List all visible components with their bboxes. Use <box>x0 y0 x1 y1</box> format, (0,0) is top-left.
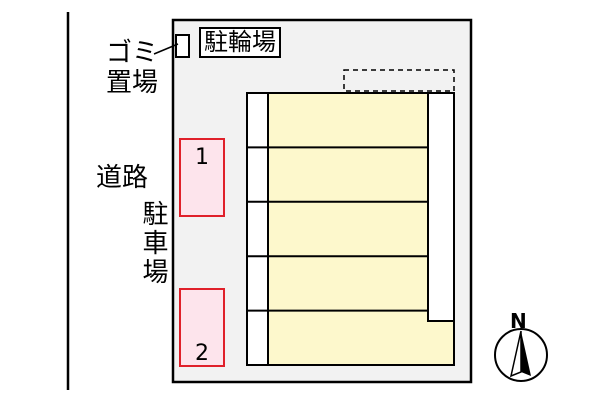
compass <box>494 328 548 382</box>
road-label: 道路 <box>96 163 149 193</box>
parking-space-number: 2 <box>195 341 209 366</box>
garbage-label-line2: 置場 <box>106 68 159 98</box>
garbage-point-box <box>175 34 190 58</box>
garbage-leader-line <box>153 43 179 55</box>
parking-spaces <box>179 138 225 367</box>
parking-space <box>179 138 225 217</box>
bicycle-parking-label: 駐輪場 <box>199 27 281 58</box>
dashed-outline <box>343 69 455 92</box>
unit-dividers <box>247 146 428 312</box>
parking-space <box>179 288 225 367</box>
compass-needle-dark <box>521 331 531 376</box>
compass-needle-light <box>509 330 522 378</box>
car-parking-label: 駐車場 <box>138 200 168 287</box>
corridor-strip <box>246 92 269 366</box>
garbage-label-line1: ゴミ <box>106 38 159 68</box>
north-label: N <box>510 309 527 333</box>
parking-space-number: 1 <box>195 145 209 170</box>
building-outline <box>246 92 455 366</box>
right-strip <box>427 92 455 322</box>
